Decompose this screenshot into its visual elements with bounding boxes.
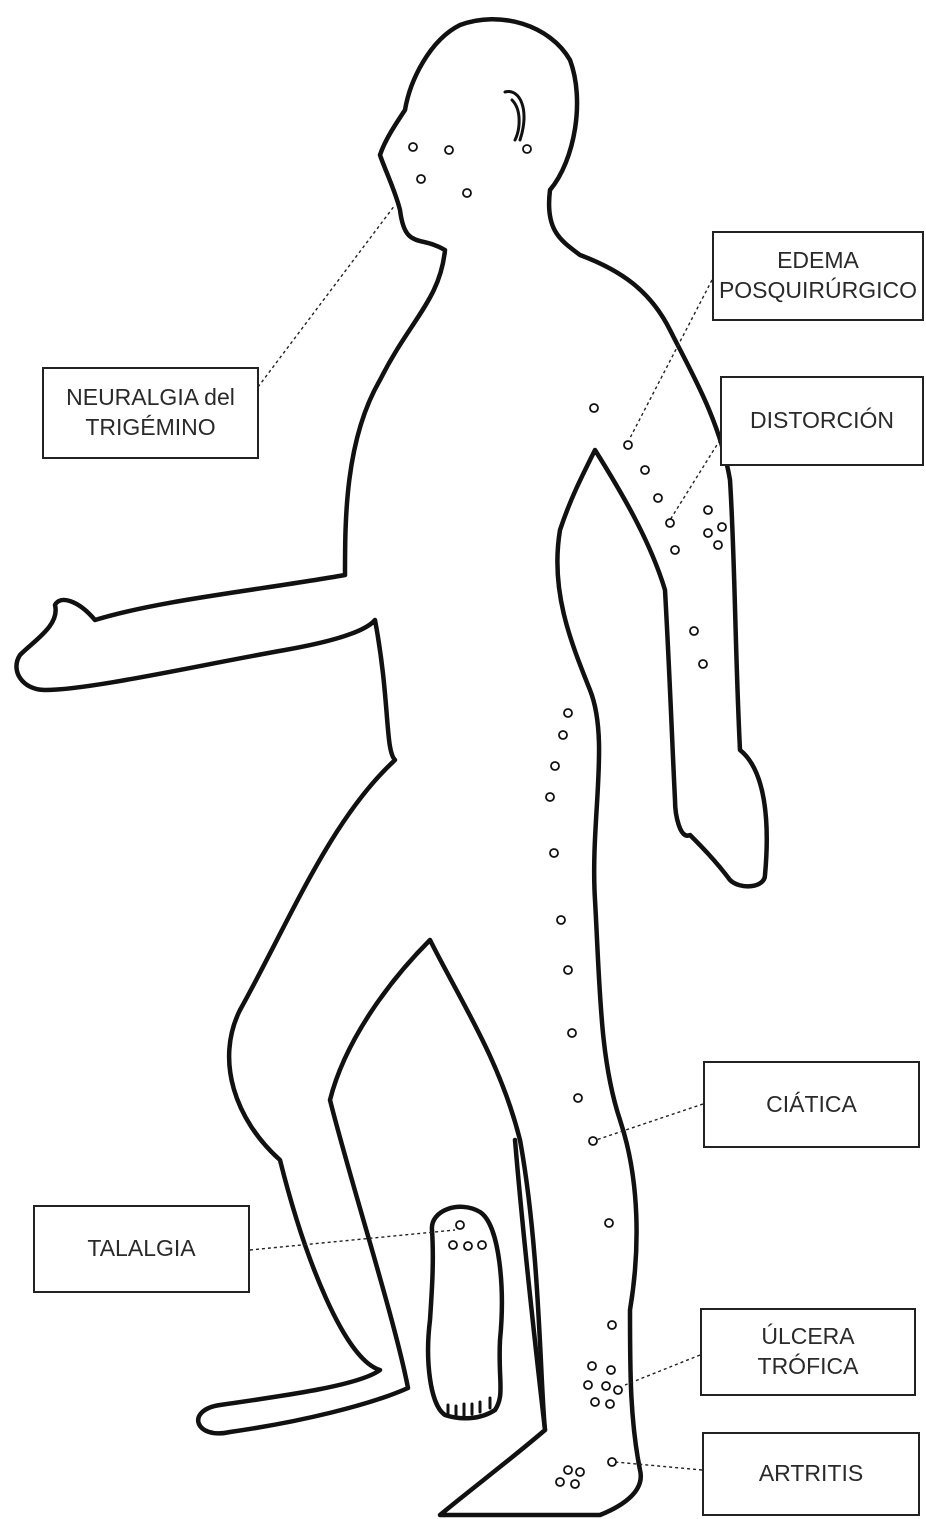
point-foot bbox=[571, 1480, 579, 1488]
label-distorcion: DISTORCIÓN bbox=[720, 376, 924, 466]
point-arm bbox=[690, 627, 698, 635]
point-arm bbox=[714, 541, 722, 549]
ear-outline bbox=[505, 92, 524, 140]
leader-edema bbox=[630, 280, 712, 438]
point-leg bbox=[605, 1219, 613, 1227]
label-talalgia: TALALGIA bbox=[33, 1205, 250, 1293]
point-leg bbox=[568, 1029, 576, 1037]
point-heel bbox=[478, 1241, 486, 1249]
point-heel bbox=[456, 1221, 464, 1229]
point-arm bbox=[666, 519, 674, 527]
point-arm bbox=[624, 441, 632, 449]
back-foot-line bbox=[515, 1140, 545, 1430]
point-heel bbox=[449, 1241, 457, 1249]
point-arm bbox=[718, 523, 726, 531]
point-foot bbox=[608, 1458, 616, 1466]
point-arm bbox=[654, 494, 662, 502]
point-heel bbox=[464, 1242, 472, 1250]
point-ankle bbox=[591, 1398, 599, 1406]
leader-talalgia bbox=[250, 1230, 455, 1250]
label-edema: EDEMA POSQUIRÚRGICO bbox=[712, 231, 924, 321]
point-face bbox=[445, 146, 453, 154]
point-arm bbox=[699, 660, 707, 668]
point-leg bbox=[589, 1137, 597, 1145]
leader-ulcera bbox=[625, 1355, 700, 1385]
point-leg bbox=[551, 762, 559, 770]
point-arm bbox=[671, 546, 679, 554]
point-leg bbox=[564, 966, 572, 974]
point-arm bbox=[590, 404, 598, 412]
point-leg bbox=[608, 1321, 616, 1329]
label-neuralgia: NEURALGIA del TRIGÉMINO bbox=[42, 367, 259, 459]
point-ear bbox=[523, 145, 531, 153]
leader-neuralgia bbox=[258, 205, 395, 387]
label-artritis: ARTRITIS bbox=[702, 1432, 920, 1516]
point-ankle bbox=[588, 1362, 596, 1370]
point-leg bbox=[564, 709, 572, 717]
point-face bbox=[409, 143, 417, 151]
point-leg bbox=[559, 731, 567, 739]
leader-artritis bbox=[615, 1462, 702, 1470]
label-ciatica: CIÁTICA bbox=[703, 1061, 920, 1148]
leader-ciatica bbox=[596, 1104, 703, 1140]
point-leg bbox=[546, 793, 554, 801]
point-leg bbox=[557, 916, 565, 924]
point-ankle bbox=[584, 1381, 592, 1389]
point-foot bbox=[564, 1466, 572, 1474]
point-arm bbox=[641, 466, 649, 474]
point-face bbox=[417, 175, 425, 183]
point-face bbox=[463, 189, 471, 197]
point-foot bbox=[576, 1468, 584, 1476]
point-arm bbox=[704, 506, 712, 514]
point-leg bbox=[574, 1094, 582, 1102]
point-ankle bbox=[606, 1400, 614, 1408]
point-leg bbox=[550, 849, 558, 857]
point-foot bbox=[556, 1478, 564, 1486]
sole-outline bbox=[428, 1207, 502, 1418]
point-arm bbox=[704, 529, 712, 537]
leader-distorcion bbox=[670, 440, 720, 520]
point-ankle bbox=[614, 1386, 622, 1394]
point-ankle bbox=[607, 1366, 615, 1374]
label-ulcera: ÚLCERA TRÓFICA bbox=[700, 1308, 916, 1396]
point-ankle bbox=[602, 1382, 610, 1390]
